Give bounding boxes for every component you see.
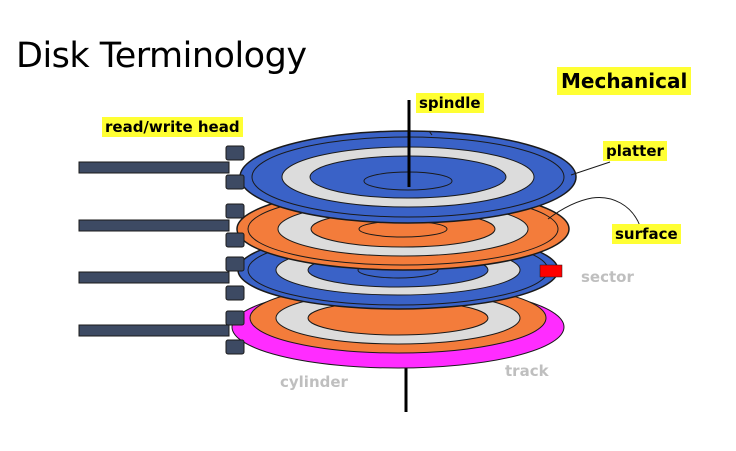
read-write-heads [225,145,245,355]
spindle-label: spindle [416,93,484,113]
platter-label: platter [603,141,667,161]
track-label: track [505,362,549,380]
surface-pointer [547,196,641,227]
arm-1 [78,161,230,174]
head-4a [225,310,245,326]
read-write-head-label: read/write head [102,117,243,137]
platter-pointer [570,161,611,176]
arm-4 [78,324,230,337]
head-2a [225,203,245,219]
sector-marker [539,264,563,278]
spindle-arrow-tick [428,130,433,136]
head-4b [225,339,245,355]
head-1a [225,145,245,161]
head-2b [225,232,245,248]
mechanical-label: Mechanical [557,67,692,95]
read-write-arms [78,161,230,337]
head-3b [225,285,245,301]
sector-label: sector [581,268,634,286]
surface-label: surface [612,224,681,244]
arm-2 [78,219,230,232]
head-1b [225,174,245,190]
head-3a [225,256,245,272]
cylinder-label: cylinder [280,373,348,391]
page-title: Disk Terminology [16,36,307,76]
arm-3 [78,271,230,284]
